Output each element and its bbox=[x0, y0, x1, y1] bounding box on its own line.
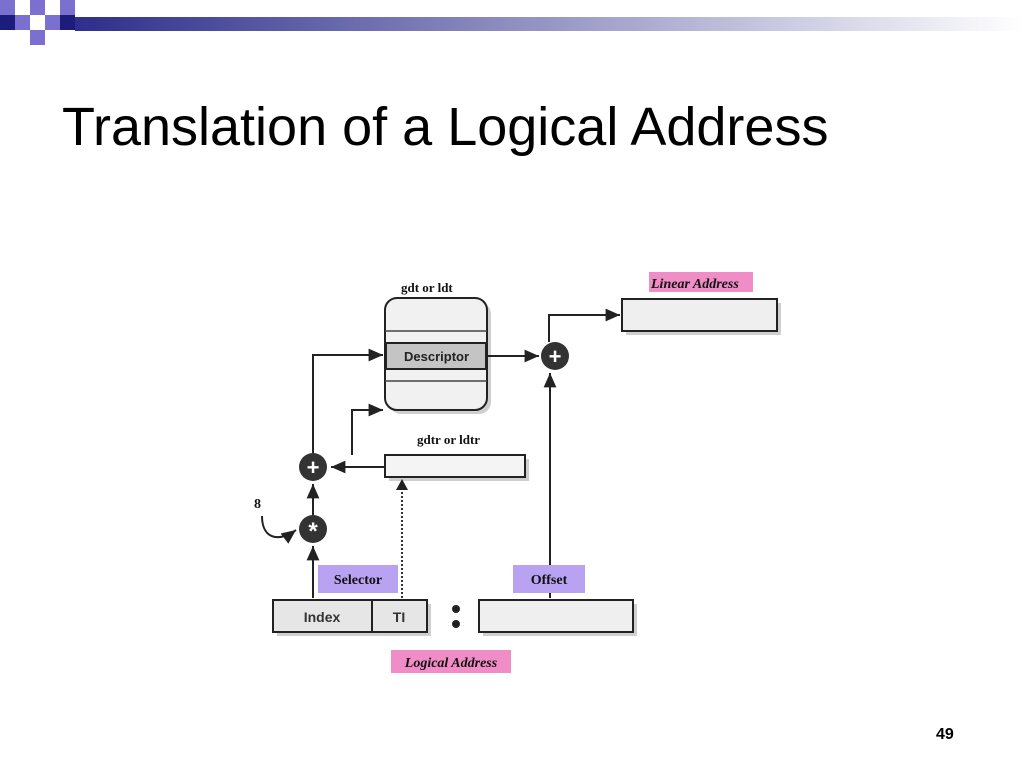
slide-title: Translation of a Logical Address bbox=[62, 97, 829, 157]
descriptor-label: Descriptor bbox=[404, 349, 469, 364]
gdt-label: gdt or ldt bbox=[401, 280, 453, 295]
linear-address-label-bg bbox=[649, 272, 753, 292]
page-number: 49 bbox=[936, 726, 954, 743]
title-gradient-bar bbox=[75, 17, 1024, 31]
logical-selector-box bbox=[272, 599, 431, 636]
separator-dot-top bbox=[452, 605, 460, 613]
gdtr-register bbox=[384, 454, 529, 481]
index-label: Index bbox=[304, 609, 341, 625]
title-decoration bbox=[0, 0, 1024, 45]
selector-label: Selector bbox=[334, 573, 382, 588]
separator-dot-bottom bbox=[452, 620, 460, 628]
adder-linear: + bbox=[541, 342, 569, 370]
multiplier: * bbox=[299, 515, 327, 545]
selector-label-bg bbox=[318, 565, 398, 593]
logical-address-label-bg bbox=[391, 650, 511, 673]
svg-text:+: + bbox=[307, 455, 320, 480]
logical-address-label: Logical Address bbox=[404, 656, 498, 671]
linear-address-box bbox=[621, 298, 781, 335]
gdtr-label: gdtr or ldtr bbox=[417, 432, 480, 447]
offset-label-bg bbox=[513, 565, 585, 593]
logical-offset-box bbox=[478, 599, 637, 636]
gdt-table bbox=[384, 297, 491, 414]
svg-text:*: * bbox=[308, 518, 318, 545]
ti-connector bbox=[396, 479, 408, 598]
offset-label: Offset bbox=[531, 573, 568, 588]
adder-descriptor-address: + bbox=[299, 453, 327, 481]
connectors bbox=[261, 308, 620, 598]
linear-address-label: Linear Address bbox=[650, 277, 739, 292]
multiplier-value: 8 bbox=[254, 497, 261, 512]
ti-label: TI bbox=[393, 609, 405, 625]
svg-text:+: + bbox=[549, 344, 562, 369]
